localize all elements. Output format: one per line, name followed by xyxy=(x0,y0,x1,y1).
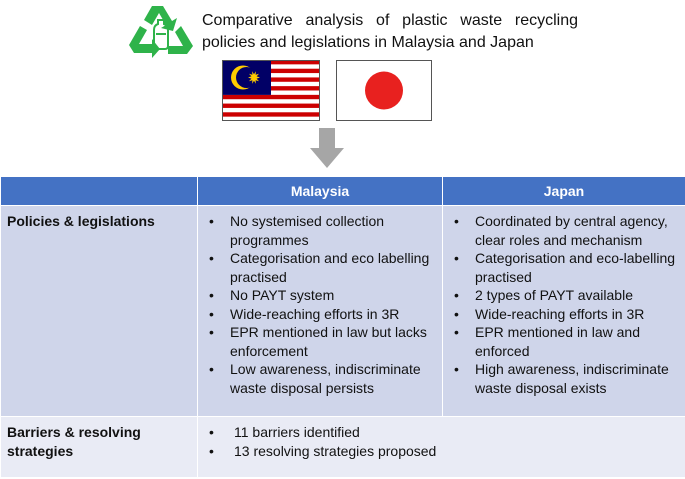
list-item: EPR mentioned in law and enforced xyxy=(449,323,679,360)
row-label-policies: Policies & legislations xyxy=(0,205,198,417)
japan-flag-icon xyxy=(336,60,432,121)
table-row: Barriers & resolving strategies 11 barri… xyxy=(0,416,685,478)
list-item: Wide-reaching efforts in 3R xyxy=(204,305,436,324)
header-malaysia: Malaysia xyxy=(197,176,443,206)
header-japan: Japan xyxy=(442,176,685,206)
malaysia-policies-cell: No systemised collection programmes Cate… xyxy=(197,205,443,417)
list-item: EPR mentioned in law but lacks enforceme… xyxy=(204,323,436,360)
header-empty xyxy=(0,176,198,206)
list-item: 13 resolving strategies proposed xyxy=(204,442,679,461)
list-item: High awareness, indiscriminate waste dis… xyxy=(449,360,679,397)
malaysia-flag-icon xyxy=(222,60,320,121)
flag-stripe xyxy=(222,94,320,100)
table-row: Policies & legislations No systemised co… xyxy=(0,205,685,417)
list-item: Wide-reaching efforts in 3R xyxy=(449,305,679,324)
list-item: No systemised collection programmes xyxy=(204,212,436,249)
japan-policies-cell: Coordinated by central agency, clear rol… xyxy=(442,205,685,417)
table-header-row: Malaysia Japan xyxy=(0,176,685,206)
list-item: No PAYT system xyxy=(204,286,436,305)
list-item: Categorisation and eco-labelling practis… xyxy=(449,249,679,286)
list-item: Coordinated by central agency, clear rol… xyxy=(449,212,679,249)
flag-stripe xyxy=(222,112,320,117)
recycle-bottle-icon xyxy=(129,6,193,58)
page-title: Comparative analysis of plastic waste re… xyxy=(202,12,578,51)
comparison-table: Malaysia Japan Policies & legislations N… xyxy=(0,176,685,478)
list-item: Categorisation and eco labelling practis… xyxy=(204,249,436,286)
barriers-cell: 11 barriers identified 13 resolving stra… xyxy=(197,416,685,478)
arrow-down-icon xyxy=(310,128,344,168)
list-item: 2 types of PAYT available xyxy=(449,286,679,305)
list-item: 11 barriers identified xyxy=(204,423,679,442)
flag-stripe xyxy=(222,103,320,108)
list-item: Low awareness, indiscriminate waste disp… xyxy=(204,360,436,397)
row-label-barriers: Barriers & resolving strategies xyxy=(0,416,198,478)
